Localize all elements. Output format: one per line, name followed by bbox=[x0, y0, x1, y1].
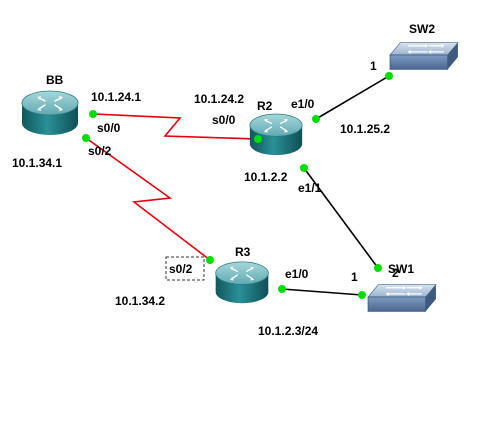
device-label-r3: R3 bbox=[235, 245, 251, 259]
port-dot-bb-s0-2 bbox=[82, 134, 90, 142]
ip-label-r2-sw1: 10.1.2.2 bbox=[244, 170, 288, 184]
ethernet-link-r2-sw1[interactable] bbox=[303, 167, 379, 269]
port-label-sw1-1: 1 bbox=[351, 270, 358, 284]
device-label-sw1: SW1 bbox=[388, 262, 414, 276]
device-label-bb: BB bbox=[46, 73, 64, 87]
port-label-r3-e1-0: e1/0 bbox=[285, 267, 309, 281]
port-label-r2-s0-0: s0/0 bbox=[212, 113, 236, 127]
router-icon bbox=[214, 261, 270, 304]
port-label-r2-e1-0: e1/0 bbox=[291, 97, 315, 111]
port-dot-r2-e1-0 bbox=[312, 115, 320, 123]
port-label-sw1-2: 2 bbox=[392, 266, 399, 280]
port-dot-sw1-1 bbox=[358, 291, 366, 299]
selected-label-box bbox=[165, 256, 205, 281]
port-label-bb-s0-0: s0/0 bbox=[97, 121, 121, 135]
port-dot-r3-e1-0 bbox=[278, 285, 286, 293]
port-dot-sw1-2 bbox=[374, 264, 382, 272]
links-layer bbox=[85, 75, 390, 296]
router-icon bbox=[249, 113, 303, 156]
router-icon bbox=[21, 90, 79, 136]
switch-icon bbox=[367, 283, 437, 313]
port-label-r2-e1-1: e1/1 bbox=[298, 181, 322, 195]
port-label-sw2-1: 1 bbox=[370, 59, 377, 73]
port-dot-r2-s0-0 bbox=[254, 135, 262, 143]
ip-label-bb-r3-r3: 10.1.34.2 bbox=[115, 294, 165, 308]
port-label-r3-s0-2: s0/2 bbox=[169, 262, 193, 276]
router-r3[interactable] bbox=[214, 261, 270, 304]
port-dot-bb-s0-0 bbox=[89, 110, 97, 118]
device-label-r2: R2 bbox=[257, 99, 273, 113]
ip-label-r2-sw2: 10.1.25.2 bbox=[340, 122, 390, 136]
device-label-sw2: SW2 bbox=[409, 22, 435, 36]
switch-sw2[interactable] bbox=[389, 41, 459, 71]
ethernet-link-r2-sw2[interactable] bbox=[315, 75, 390, 120]
port-dot-r2-e1-1 bbox=[300, 164, 308, 172]
serial-link-bb-r3[interactable] bbox=[85, 137, 211, 261]
port-dots bbox=[82, 72, 393, 299]
port-dot-sw2-1 bbox=[385, 72, 393, 80]
switch-icon bbox=[389, 41, 459, 71]
ip-label-bb-r3-bb: 10.1.34.1 bbox=[12, 156, 62, 170]
serial-link-bb-r2[interactable] bbox=[92, 113, 259, 140]
ethernet-link-r3-sw1[interactable] bbox=[281, 288, 363, 296]
ip-label-bb-r2-bb: 10.1.24.1 bbox=[91, 90, 141, 104]
port-dot-r3-s0-2 bbox=[206, 256, 214, 264]
router-r2[interactable] bbox=[249, 113, 303, 156]
port-label-bb-s0-2: s0/2 bbox=[88, 144, 112, 158]
ip-label-r3-sw1: 10.1.2.3/24 bbox=[258, 324, 318, 338]
ip-label-bb-r2-r2: 10.1.24.2 bbox=[194, 92, 244, 106]
switch-sw1[interactable] bbox=[367, 283, 437, 313]
labels-layer: BB R2 R3 SW2 SW1 10.1.24.1 s0/0 10.1.24.… bbox=[12, 22, 435, 338]
router-bb[interactable] bbox=[21, 90, 79, 136]
